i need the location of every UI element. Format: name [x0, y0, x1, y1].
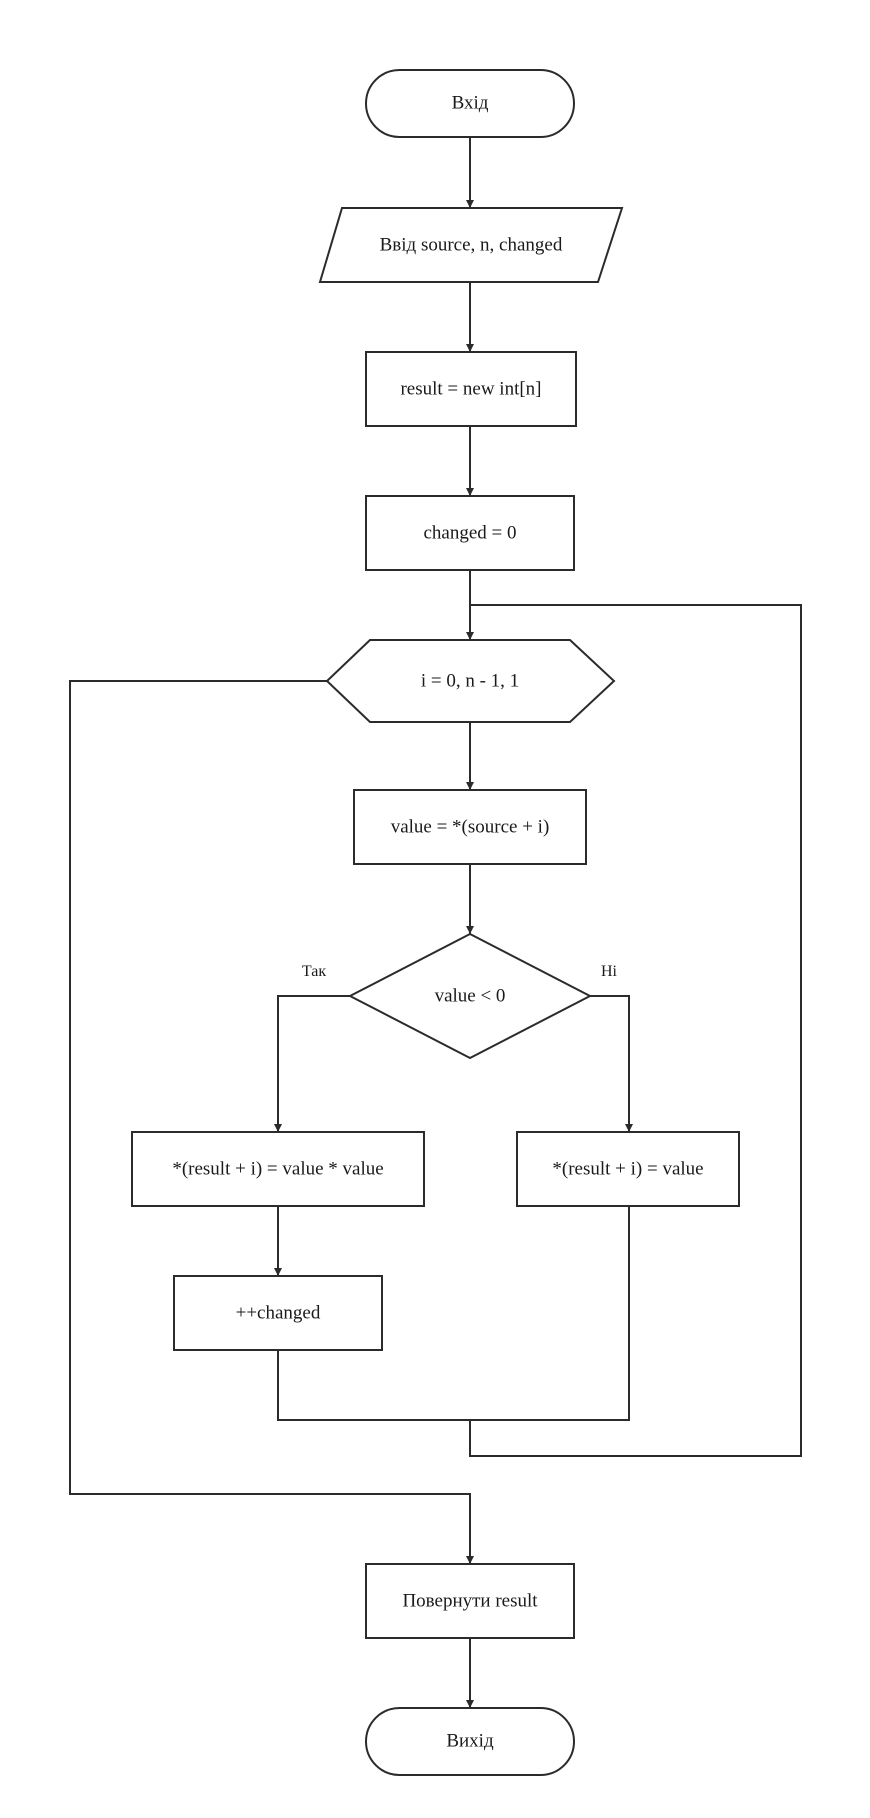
- arrow-loop-exit-to-return: [69, 680, 474, 1564]
- square-shape: [131, 1131, 425, 1207]
- square-process: *(result + i) = value * value: [131, 1131, 425, 1207]
- square-label: *(result + i) = value * value: [172, 1158, 383, 1179]
- return-shape: [365, 1563, 575, 1639]
- branch-yes-label: Так: [302, 963, 326, 980]
- input-parallelogram: Ввід source, n, changed: [318, 207, 624, 283]
- loop-back-line: [469, 604, 802, 1457]
- loop-label: i = 0, n - 1, 1: [421, 670, 519, 691]
- read-process: value = *(source + i): [353, 789, 587, 865]
- read-shape: [353, 789, 587, 865]
- init-shape: [365, 495, 575, 571]
- input-label: Ввід source, n, changed: [380, 234, 563, 255]
- start-terminator: Вхід: [365, 69, 575, 138]
- arrow-cond-no-to-copy: [590, 995, 633, 1132]
- branch-no-label: Ні: [601, 963, 618, 980]
- arrow-cond-yes-to-square: [274, 995, 350, 1132]
- alloc-shape: [365, 351, 577, 427]
- start-label: Вхід: [452, 92, 489, 113]
- connectors: [69, 137, 802, 1708]
- cond-label: value < 0: [435, 985, 506, 1006]
- return-label: Повернути result: [402, 1590, 538, 1611]
- read-label: value = *(source + i): [391, 816, 550, 837]
- copy-label: *(result + i) = value: [552, 1158, 703, 1179]
- incr-label: ++changed: [236, 1302, 321, 1323]
- init-process: changed = 0: [365, 495, 575, 571]
- cond-shape: [347, 932, 593, 1060]
- loop-hexagon: i = 0, n - 1, 1: [325, 639, 616, 723]
- alloc-label: result = new int[n]: [400, 378, 541, 399]
- start-shape: [365, 69, 575, 138]
- return-process: Повернути result: [365, 1563, 575, 1639]
- end-shape: [365, 1707, 575, 1776]
- copy-process: *(result + i) = value: [516, 1131, 740, 1207]
- merge-line: [277, 1206, 630, 1421]
- loop-shape: [325, 639, 616, 723]
- alloc-process: result = new int[n]: [365, 351, 577, 427]
- incr-process: ++changed: [173, 1275, 383, 1351]
- input-shape: [318, 207, 624, 283]
- init-label: changed = 0: [423, 522, 516, 543]
- end-terminator: Вихід: [365, 1707, 575, 1776]
- end-label: Вихід: [446, 1730, 494, 1751]
- copy-shape: [516, 1131, 740, 1207]
- cond-decision: value < 0: [347, 932, 593, 1060]
- incr-shape: [173, 1275, 383, 1351]
